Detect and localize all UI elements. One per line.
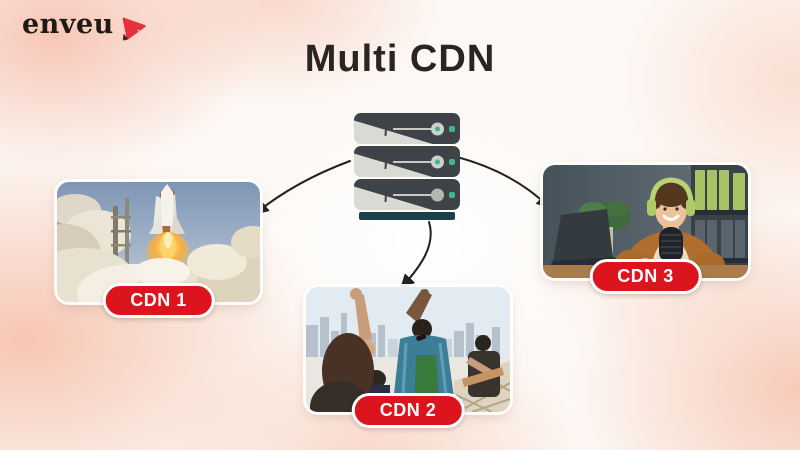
- server-vent: [384, 153, 388, 169]
- arrow-to-cdn2: [399, 221, 432, 290]
- cdn1-badge: CDN 1: [102, 283, 215, 318]
- server-cable: [393, 193, 435, 196]
- enveu-logo-text: enveu: [22, 9, 114, 40]
- server-dial: [431, 122, 445, 135]
- server-led: [448, 158, 455, 165]
- cdn2-badge: CDN 2: [351, 393, 465, 428]
- server-dial: [431, 188, 445, 201]
- arrow-to-cdn1: [253, 160, 351, 215]
- enveu-play-arrow-icon: [122, 17, 146, 41]
- server-unit-2: [354, 146, 460, 177]
- arrow-to-cdn3: [456, 156, 552, 210]
- server-cable: [393, 127, 435, 130]
- server-unit-3: [354, 179, 460, 210]
- server-vent: [384, 120, 388, 136]
- server-stack-icon: [354, 113, 460, 220]
- cdn2-card: CDN 2: [306, 287, 510, 428]
- server-cable: [393, 160, 435, 163]
- server-unit-1: [354, 113, 460, 144]
- server-led: [448, 125, 455, 132]
- server-led: [448, 191, 455, 198]
- server-vent: [384, 186, 388, 202]
- enveu-logo: enveu: [22, 7, 149, 43]
- server-base: [359, 212, 455, 220]
- cdn3-card: CDN 3: [543, 165, 748, 294]
- page-title: Multi CDN: [304, 38, 496, 80]
- server-dial: [431, 155, 445, 168]
- cdn1-card: CDN 1: [57, 182, 260, 318]
- cdn3-badge: CDN 3: [589, 259, 702, 294]
